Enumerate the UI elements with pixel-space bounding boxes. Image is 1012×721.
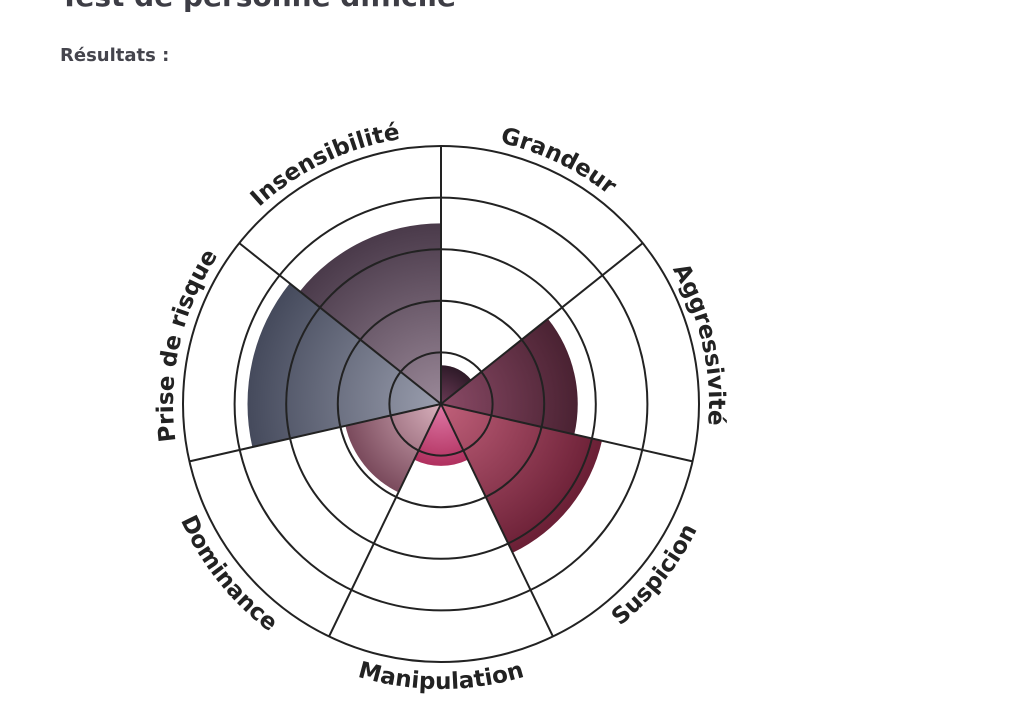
- sector-dominance: [345, 404, 441, 493]
- sector-divider: [440, 242, 644, 405]
- sector-divider: [328, 403, 442, 637]
- category-label: Insensibilité: [246, 119, 402, 211]
- category-label-text: Suspicion: [607, 520, 703, 631]
- sector-suspicion: [441, 404, 602, 553]
- page-title: Test de personne difficile: [60, 0, 456, 13]
- category-label: Grandeur: [498, 123, 621, 200]
- sector-divider: [440, 403, 693, 463]
- sector-divider: [189, 403, 442, 463]
- category-label: Dominance: [175, 511, 282, 636]
- category-label: Prise de risque: [153, 245, 223, 444]
- sector-insensibilité: [299, 223, 441, 404]
- category-label: Suspicion: [607, 520, 703, 631]
- sector-prise-de-risque: [247, 283, 441, 448]
- category-label-text: Grandeur: [498, 123, 621, 200]
- category-label-text: Prise de risque: [153, 245, 223, 444]
- sectors: [247, 223, 602, 553]
- sector-divider: [238, 242, 442, 405]
- sector-grandeur: [441, 365, 472, 404]
- results-heading: Résultats :: [60, 45, 170, 66]
- sector-manipulation: [414, 404, 468, 466]
- category-label-text: Dominance: [175, 511, 282, 636]
- sector-divider: [440, 403, 554, 637]
- grid: [182, 145, 700, 663]
- category-label-text: Insensibilité: [246, 119, 402, 211]
